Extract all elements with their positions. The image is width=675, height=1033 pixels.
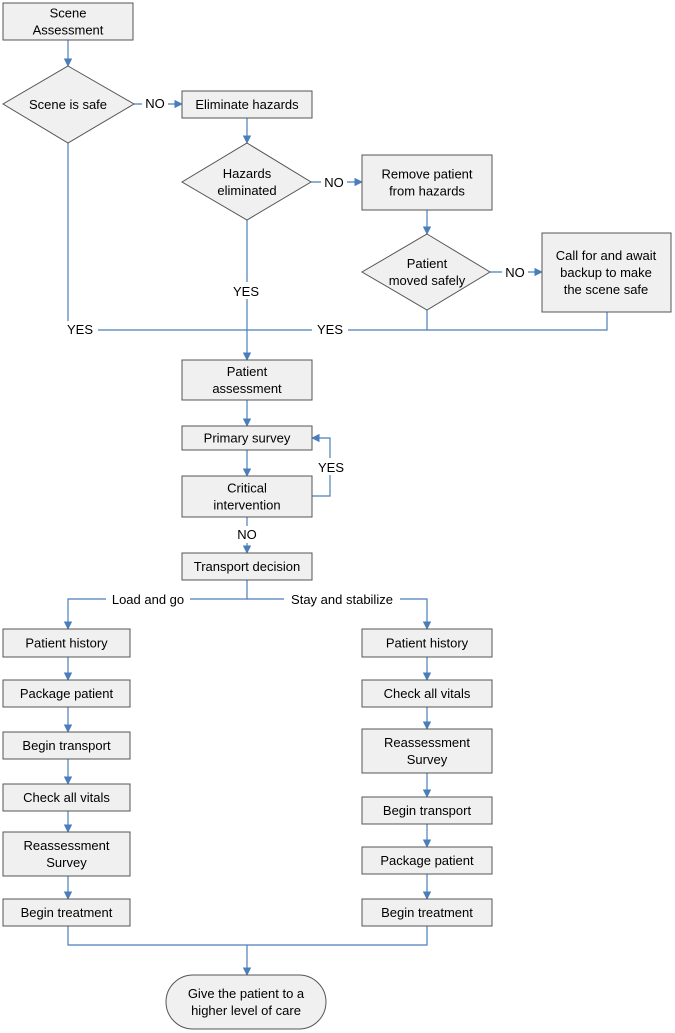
eliminate-hazards-label: Eliminate hazards	[195, 97, 299, 112]
label-stay-and-stabilize: Stay and stabilize	[291, 592, 393, 607]
node-text-line: Eliminate hazards	[195, 97, 299, 112]
node-text-line: Critical	[227, 481, 267, 496]
left-begin-treatment-label: Begin treatment	[21, 905, 113, 920]
node-text-line: moved safely	[389, 273, 466, 288]
node-text-line: intervention	[213, 498, 280, 513]
scene-assessment-box	[2, 2, 134, 41]
node-text-line: Patient	[407, 256, 448, 271]
label-load-and-go: Load and go	[112, 592, 184, 607]
node-text-line: Patient history	[386, 636, 469, 651]
label-moved-no: NO	[505, 265, 525, 280]
node-text-line: higher level of care	[191, 1003, 301, 1018]
right-begin-treatment-box	[361, 898, 493, 927]
node-text-line: Scene is safe	[29, 97, 107, 112]
node-text-line: Remove patient	[381, 167, 472, 182]
node-text-line: Primary survey	[204, 431, 291, 446]
right-package-patient-label: Package patient	[380, 853, 474, 868]
node-text-line: Scene	[50, 6, 87, 21]
node-text-line: Package patient	[380, 853, 474, 868]
right-patient-history-label: Patient history	[386, 636, 469, 651]
right-begin-transport-box	[361, 796, 493, 825]
hazards-eliminated-diamond	[181, 142, 312, 221]
left-package-patient-label: Package patient	[20, 686, 114, 701]
left-check-vitals-label: Check all vitals	[23, 790, 110, 805]
node-text-line: Reassessment	[384, 735, 470, 750]
call-for-backup-label: Call for and await backup to make the scen…	[556, 248, 657, 297]
node-text-line: Assessment	[33, 23, 104, 38]
label-scene-safe-yes: YES	[67, 322, 93, 337]
left-patient-history-label: Patient history	[25, 636, 108, 651]
label-critical-no: NO	[237, 527, 257, 542]
node-text-line: assessment	[212, 381, 282, 396]
right-check-vitals-label: Check all vitals	[384, 686, 471, 701]
right-package-patient-box	[361, 846, 493, 875]
node-text-line: Call for and await	[556, 248, 657, 263]
node-text-line: Begin treatment	[21, 905, 113, 920]
node-text-line: the scene safe	[564, 282, 649, 297]
label-merge-yes: YES	[317, 322, 343, 337]
higher-care-terminator	[165, 974, 327, 1030]
node-text-line: Survey	[46, 855, 87, 870]
node-text-line: eliminated	[217, 183, 276, 198]
right-begin-treatment-label: Begin treatment	[381, 905, 473, 920]
hazards-eliminated-label: Hazards eliminated	[217, 166, 276, 198]
left-patient-history-box	[2, 628, 131, 658]
patient-moved-safely-label: Patient moved safely	[389, 256, 466, 288]
node-text-line: Give the patient to a	[188, 986, 305, 1001]
left-begin-transport-box	[2, 731, 131, 760]
node-text-line: Transport decision	[194, 559, 300, 574]
left-check-vitals-box	[2, 783, 131, 812]
left-package-patient-box	[2, 679, 131, 708]
primary-survey-box	[181, 425, 313, 451]
node-text-line: Hazards	[223, 166, 272, 181]
scene-is-safe-diamond	[2, 65, 135, 144]
node-text-line: Patient	[227, 364, 268, 379]
node-text-line: Check all vitals	[384, 686, 471, 701]
patient-moved-safely-diamond	[361, 233, 491, 311]
right-patient-history-box	[361, 628, 493, 658]
remove-patient-box	[361, 154, 493, 211]
edge-backup-return	[427, 312, 608, 331]
node-text-line: Reassessment	[24, 838, 110, 853]
left-begin-treatment-box	[2, 898, 131, 927]
right-check-vitals-box	[361, 679, 493, 708]
node-text-line: Survey	[407, 752, 448, 767]
higher-care-label: Give the patient to a higher level of car…	[188, 986, 305, 1018]
label-scene-safe-no: NO	[145, 96, 165, 111]
right-begin-transport-label: Begin transport	[383, 803, 472, 818]
critical-intervention-label: Critical intervention	[213, 481, 280, 513]
transport-decision-label: Transport decision	[194, 559, 300, 574]
critical-intervention-box	[181, 475, 313, 518]
call-for-backup-box	[541, 232, 672, 313]
node-text-line: from hazards	[389, 184, 465, 199]
right-reassessment-box	[361, 728, 493, 774]
left-begin-transport-label: Begin transport	[22, 738, 111, 753]
label-critical-yes: YES	[318, 460, 344, 475]
transport-decision-box	[181, 552, 313, 581]
edge-merge-bottom	[67, 926, 428, 946]
node-text-line: Package patient	[20, 686, 114, 701]
node-text-line: Begin transport	[383, 803, 472, 818]
remove-patient-label: Remove patient from hazards	[381, 167, 472, 199]
node-text-line: Patient history	[25, 636, 108, 651]
node-text-line: Begin transport	[22, 738, 111, 753]
scene-is-safe-label: Scene is safe	[29, 97, 107, 112]
node-text-line: Begin treatment	[381, 905, 473, 920]
label-hazards-yes: YES	[233, 284, 259, 299]
node-text-line: backup to make	[560, 265, 652, 280]
left-reassessment-box	[2, 831, 131, 877]
patient-assessment-label: Patient assessment	[212, 364, 282, 396]
eliminate-hazards-box	[181, 90, 313, 119]
primary-survey-label: Primary survey	[204, 431, 291, 446]
label-hazards-no: NO	[324, 175, 344, 190]
node-text-line: Check all vitals	[23, 790, 110, 805]
patient-assessment-box	[181, 359, 313, 401]
edge-labels: NO NO NO YES YES YES YES NO Load and go …	[62, 95, 528, 608]
